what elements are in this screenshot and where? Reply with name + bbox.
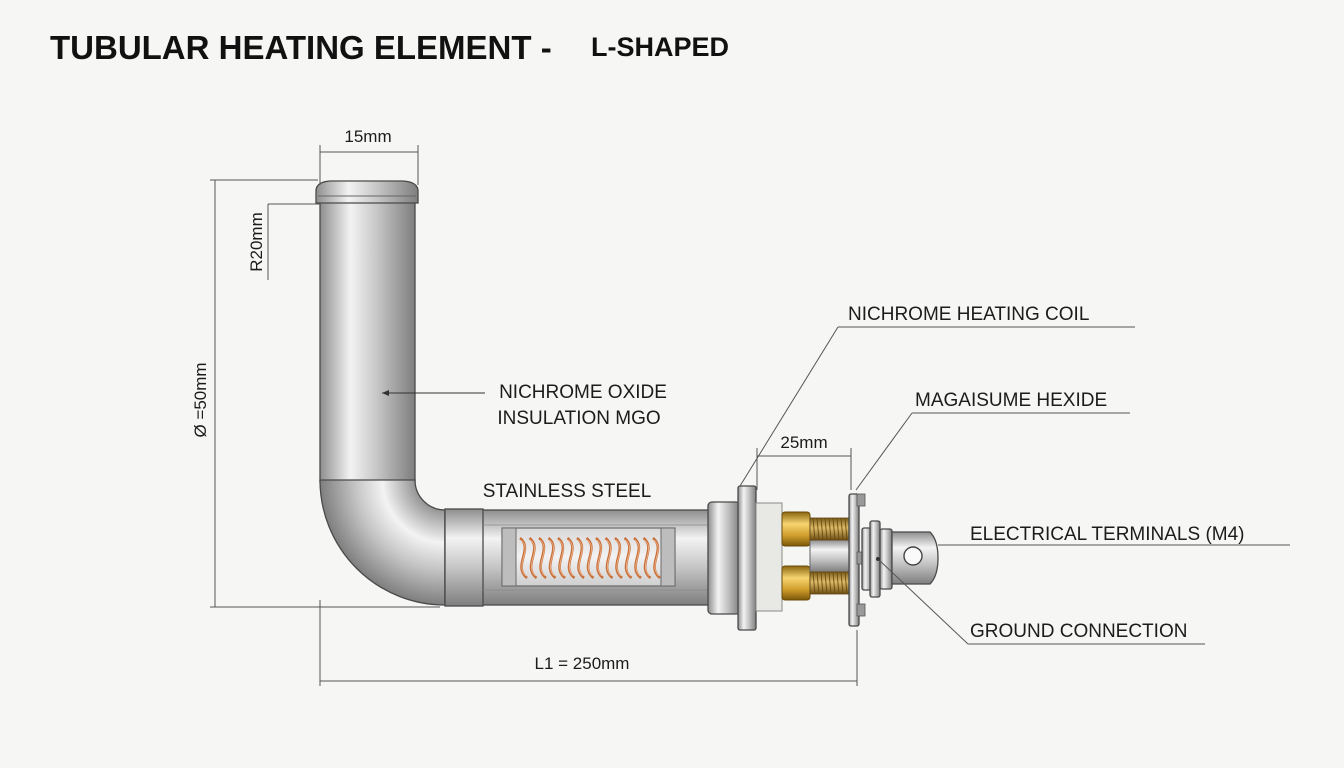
thread-ridge xyxy=(844,571,848,595)
thread-ridge xyxy=(828,517,832,541)
thread-ridge xyxy=(812,517,816,541)
coil-highlight xyxy=(606,539,612,577)
label-ground-connection: GROUND CONNECTION xyxy=(970,621,1187,642)
thread-ridge xyxy=(844,517,848,541)
thread-ridge xyxy=(816,571,820,595)
ground-lug-hole xyxy=(903,546,923,566)
thread-ridge xyxy=(816,517,820,541)
dim-length-label: L1 = 250mm xyxy=(535,654,630,673)
coil-highlight xyxy=(539,539,546,577)
coil-highlight xyxy=(520,539,527,577)
label-sheath: STAINLESS STEEL xyxy=(483,481,652,502)
end-cap xyxy=(315,180,419,204)
coil-highlight xyxy=(577,539,584,577)
callout-leaders xyxy=(382,326,1290,645)
terminal-nut-upper xyxy=(781,511,811,547)
label-electrical-terminals: ELECTRICAL TERMINALS (M4) xyxy=(970,524,1245,545)
terminal-nut-lower xyxy=(781,565,811,601)
thread-ridge xyxy=(832,517,836,541)
elbow-bend xyxy=(319,479,446,606)
coil-highlight xyxy=(653,539,660,577)
title-subtitle: L-SHAPED xyxy=(591,32,729,62)
mounting-flange xyxy=(737,485,757,631)
coil-highlight xyxy=(587,539,593,577)
thread-ridge xyxy=(820,517,824,541)
ceramic-insulator xyxy=(755,502,783,612)
tubular-heating-element xyxy=(315,180,939,631)
thread-ridge xyxy=(836,517,840,541)
thread-ridge xyxy=(832,571,836,595)
label-oxide: MAGAISUME HEXIDE xyxy=(915,390,1107,411)
coil-highlight xyxy=(568,539,574,577)
thread-ridge xyxy=(840,571,844,595)
dim-width-label: 15mm xyxy=(344,127,391,146)
coil-highlight xyxy=(549,539,555,577)
flange-hub xyxy=(707,501,741,615)
thread-ridge xyxy=(820,571,824,595)
label-heating-coil: NICHROME HEATING COIL xyxy=(848,304,1089,325)
dim-radius-label: R20mm xyxy=(247,212,266,272)
thread-ridge xyxy=(824,517,828,541)
label-insulation-line2: INSULATION MGO xyxy=(497,408,660,429)
thread-ridge xyxy=(824,571,828,595)
coil-highlight xyxy=(558,539,565,577)
thread-ridge xyxy=(840,517,844,541)
coil-highlight xyxy=(596,539,603,577)
coil-highlight xyxy=(615,539,622,577)
thread-ridge xyxy=(828,571,832,595)
dimension-lines xyxy=(210,145,858,686)
coil-highlight xyxy=(644,539,650,577)
dim-diameter-label: Ø =50mm xyxy=(191,362,210,437)
nichrome-coil xyxy=(519,536,661,580)
dim-terminal-gap-label: 25mm xyxy=(780,433,827,452)
coil-highlight xyxy=(634,539,641,577)
coil-highlight xyxy=(530,539,536,577)
title-main: TUBULAR HEATING ELEMENT - xyxy=(50,29,552,66)
thread-ridge xyxy=(836,571,840,595)
thread-ridge xyxy=(812,571,816,595)
vertical-tube xyxy=(319,199,416,483)
coil-highlight xyxy=(625,539,631,577)
tube-collar xyxy=(444,508,484,607)
label-insulation-line1: NICHROME OXIDE xyxy=(499,382,667,403)
